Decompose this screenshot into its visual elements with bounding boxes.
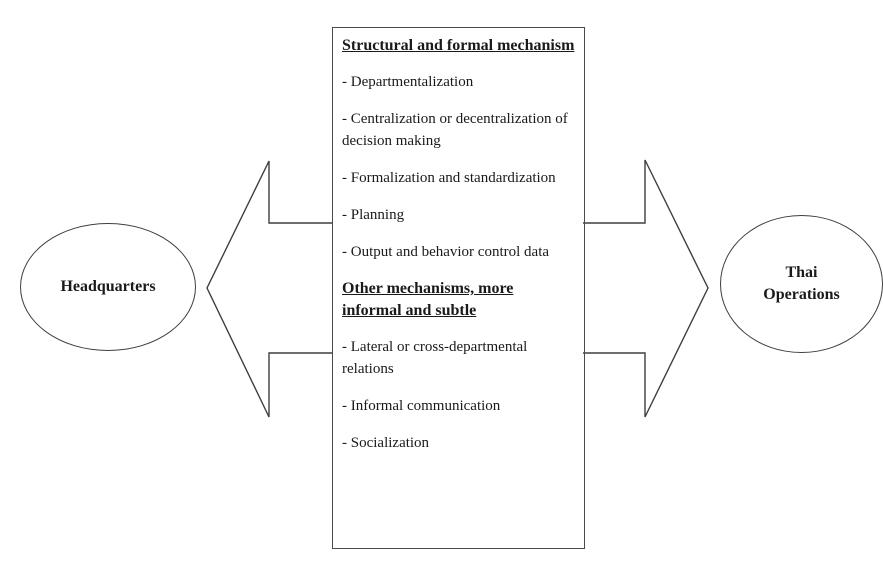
list-item-informal-communication: - Informal communication [342, 398, 501, 414]
headquarters-node: Headquarters [20, 223, 196, 351]
other-mechanisms-heading: Other mechanisms, more informal and subt… [342, 280, 514, 319]
thai-operations-label: Thai Operations [763, 264, 840, 303]
list-item-centralization: - Centralization or decentralization of … [342, 111, 568, 149]
mechanisms-box: Structural and formal mechanism - Depart… [332, 27, 585, 549]
list-item-socialization: - Socialization [342, 435, 430, 451]
list-item-formalization: - Formalization and standardization [342, 170, 556, 186]
structural-formal-heading: Structural and formal mechanism [342, 37, 575, 54]
headquarters-label: Headquarters [60, 278, 156, 295]
list-item-departmentalization: - Departmentalization [342, 74, 474, 90]
list-item-output-control: - Output and behavior control data [342, 244, 550, 260]
thai-operations-node: Thai Operations [720, 215, 883, 353]
list-item-planning: - Planning [342, 207, 405, 223]
arrow-left-icon [206, 160, 333, 418]
list-item-lateral-relations: - Lateral or cross-departmental relation… [342, 339, 528, 377]
arrow-right-icon [583, 159, 709, 418]
